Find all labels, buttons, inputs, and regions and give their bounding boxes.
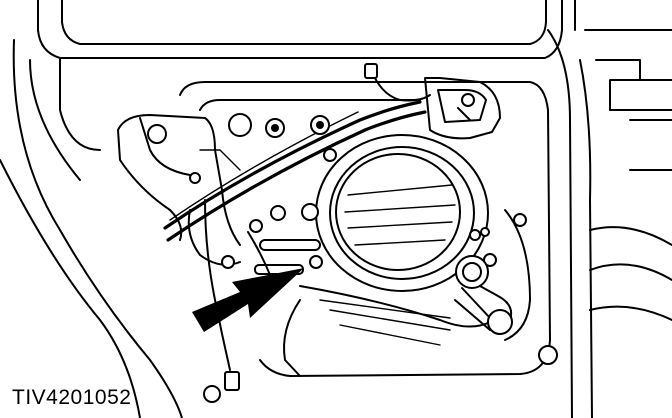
speaker-ring bbox=[315, 134, 490, 292]
lower-wiring bbox=[204, 199, 271, 391]
pointer-arrow bbox=[192, 268, 304, 332]
lock-mechanism bbox=[299, 209, 531, 341]
fasteners bbox=[189, 113, 558, 403]
left-bracket bbox=[117, 114, 241, 266]
inner-panel bbox=[179, 81, 551, 377]
upper-wiring bbox=[364, 63, 501, 140]
figure-code: TIV4201052 bbox=[12, 386, 132, 409]
regulator-cable bbox=[163, 100, 427, 242]
